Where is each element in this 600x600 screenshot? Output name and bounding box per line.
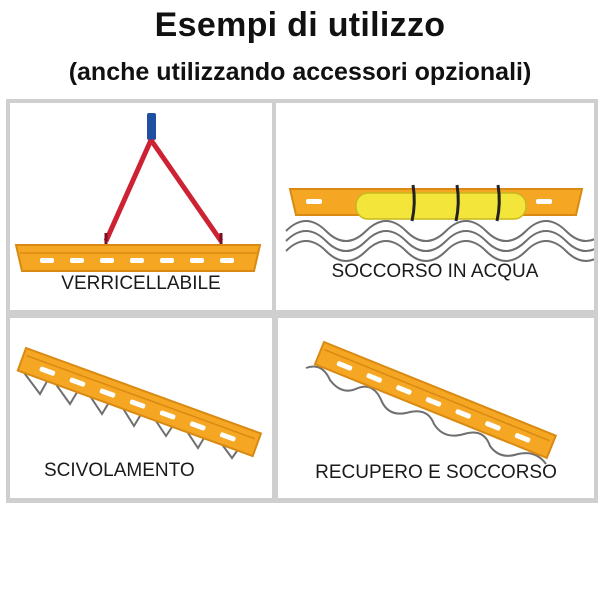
- panel-caption: SCIVOLAMENTO: [44, 460, 195, 481]
- panel-soccorso-in-acqua: SOCCORSO IN ACQUA: [276, 103, 594, 310]
- panel-caption: RECUPERO E SOCCORSO: [315, 462, 557, 483]
- water-rescue-icon: [285, 184, 594, 262]
- panel-caption: VERRICELLABILE: [61, 273, 221, 294]
- panel-scivolamento: SCIVOLAMENTO: [10, 318, 272, 498]
- page-subtitle: (anche utilizzando accessori opzionali): [68, 58, 532, 86]
- panel-recupero-e-soccorso: RECUPERO E SOCCORSO: [278, 318, 594, 498]
- winch-lift-icon: [14, 113, 262, 272]
- panel-verricellabile: VERRICELLABILE: [10, 103, 272, 310]
- recovery-rescue-icon: [305, 340, 558, 465]
- page-title: Esempi di utilizzo: [154, 6, 446, 44]
- sliding-icon: [16, 346, 263, 460]
- panel-caption: SOCCORSO IN ACQUA: [331, 261, 539, 282]
